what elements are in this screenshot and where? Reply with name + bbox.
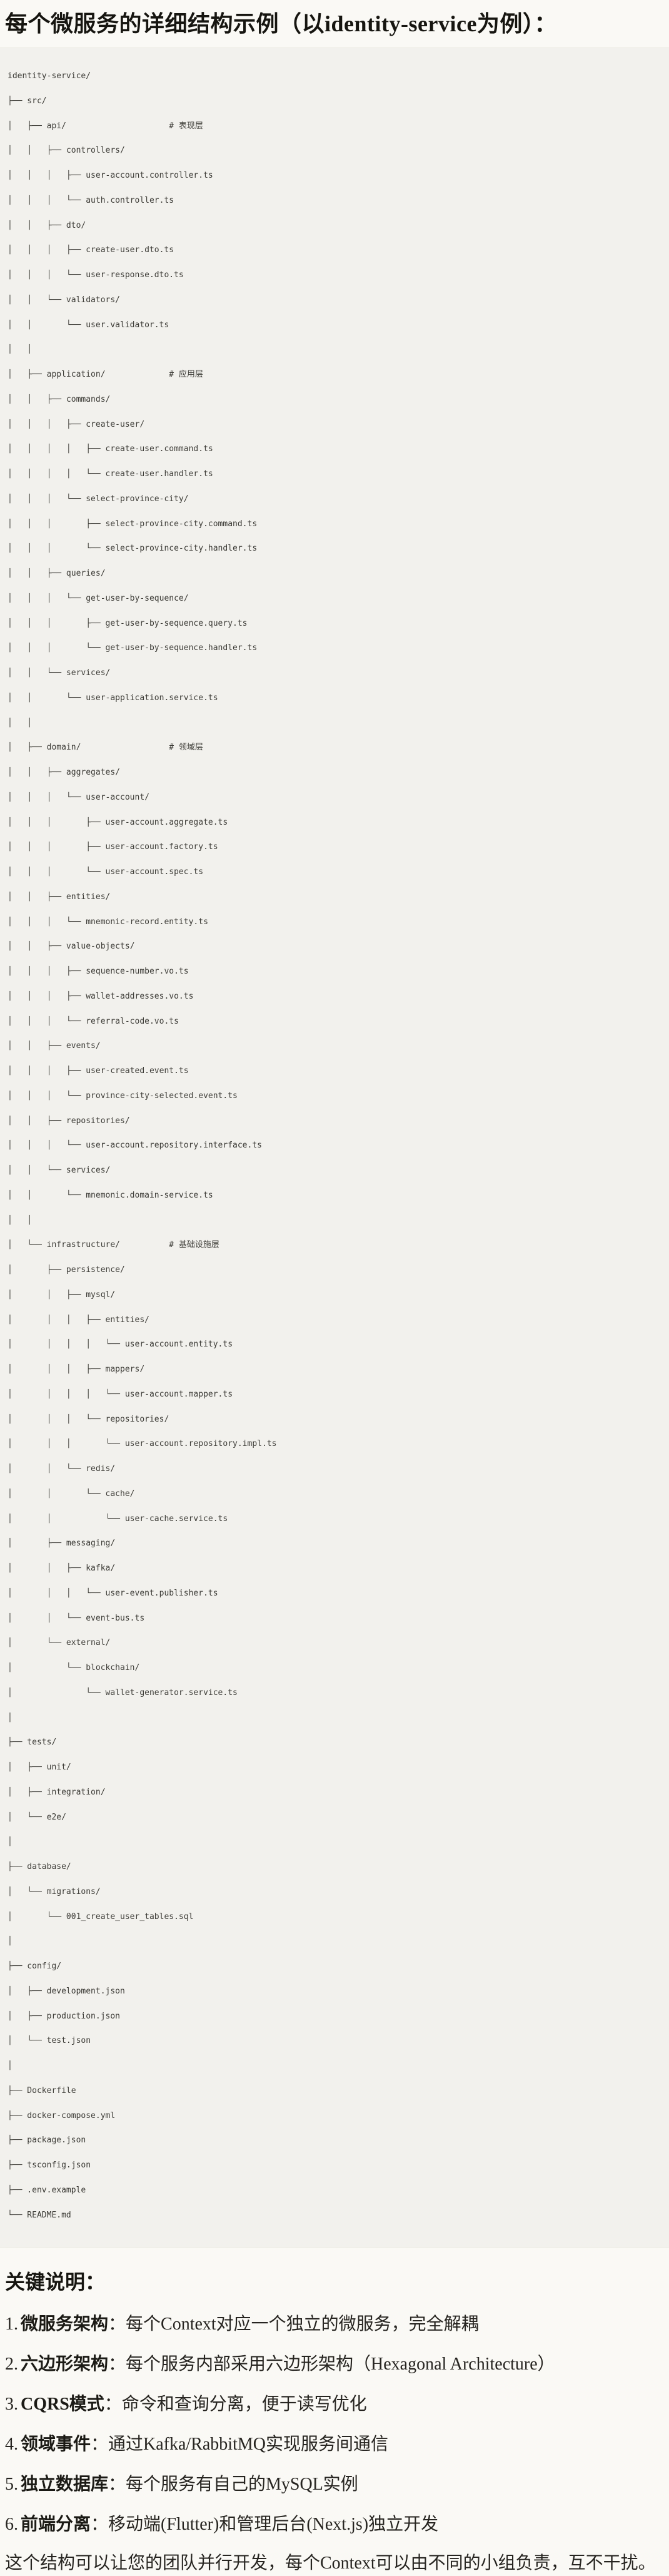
note-number: 5.: [5, 2475, 18, 2495]
note-number: 1.: [5, 2314, 18, 2334]
closing-paragraph: 这个结构可以让您的团队并行开发，每个Context可以由不同的小组负责，互不干扰…: [5, 2553, 656, 2573]
notes-section: 关键说明： 1.微服务架构：每个Context对应一个独立的微服务，完全解耦 2…: [0, 2268, 669, 2576]
note-label: 独立数据库: [21, 2475, 109, 2495]
note-text: ：通过Kafka/RabbitMQ实现服务间通信: [91, 2435, 388, 2455]
note-item-domain-events: 4.领域事件：通过Kafka/RabbitMQ实现服务间通信: [5, 2433, 664, 2456]
note-text: ：每个Context对应一个独立的微服务，完全解耦: [108, 2314, 479, 2334]
note-number: 6.: [5, 2515, 18, 2535]
directory-tree: identity-service/ ├── src/ │ ├── api/ # …: [8, 71, 277, 2220]
note-label: 前端分离: [21, 2515, 91, 2535]
note-item-microservice: 1.微服务架构：每个Context对应一个独立的微服务，完全解耦: [5, 2313, 664, 2336]
note-item-frontend: 6.前端分离：移动端(Flutter)和管理后台(Next.js)独立开发: [5, 2513, 664, 2536]
code-block: identity-service/ ├── src/ │ ├── api/ # …: [0, 48, 669, 2248]
note-label: 微服务架构: [21, 2314, 109, 2334]
note-text: ：每个服务内部采用六边形架构（Hexagonal Architecture）: [108, 2355, 555, 2375]
note-label: 领域事件: [21, 2435, 91, 2455]
note-item-cqrs: 3.CQRS模式：命令和查询分离，便于读写优化: [5, 2393, 664, 2416]
note-item-hexagonal: 2.六边形架构：每个服务内部采用六边形架构（Hexagonal Architec…: [5, 2353, 664, 2376]
note-label: CQRS模式: [21, 2395, 104, 2415]
note-text: ：每个服务有自己的MySQL实例: [108, 2475, 358, 2495]
note-number: 3.: [5, 2395, 18, 2415]
page-title: 每个微服务的详细结构示例（以identity-service为例）：: [5, 11, 557, 36]
note-item-database: 5.独立数据库：每个服务有自己的MySQL实例: [5, 2473, 664, 2496]
note-text: ：命令和查询分离，便于读写优化: [104, 2395, 367, 2415]
note-text: ：移动端(Flutter)和管理后台(Next.js)独立开发: [91, 2515, 439, 2535]
note-number: 2.: [5, 2355, 18, 2375]
notes-heading: 关键说明：: [5, 2271, 106, 2294]
note-number: 4.: [5, 2435, 18, 2455]
note-label: 六边形架构: [21, 2355, 109, 2375]
